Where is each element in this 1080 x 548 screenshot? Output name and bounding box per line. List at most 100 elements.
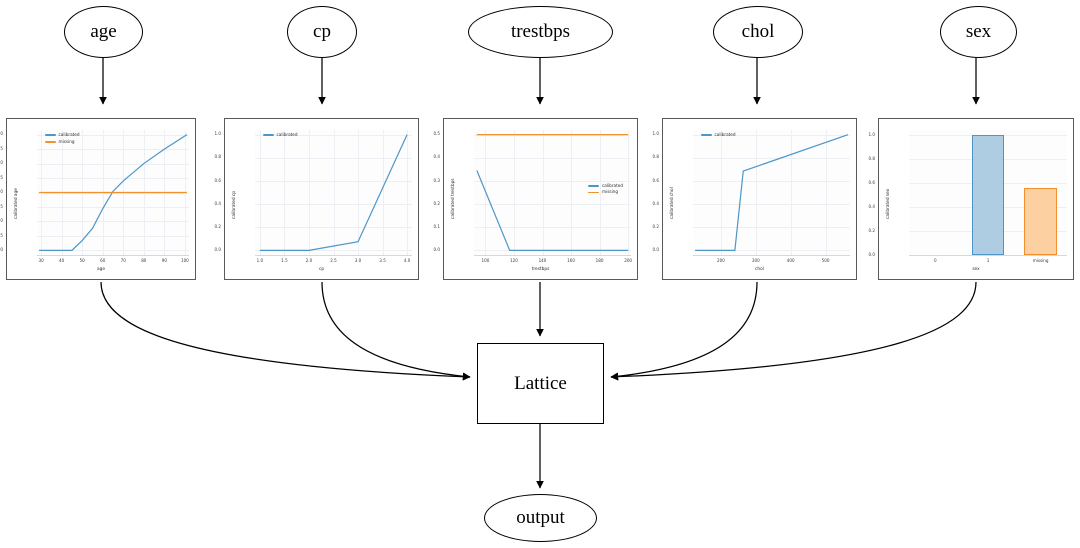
y-gridline (37, 149, 189, 150)
legend-item-calibrated: calibrated (263, 132, 298, 137)
y-tick-label: 0.4 (868, 203, 875, 209)
x-tick-label: 100 (481, 258, 490, 263)
x-tick-label: 4.0 (403, 258, 411, 263)
x-gridline (825, 130, 827, 255)
y-tick-label: 0.4 (652, 200, 659, 206)
x-tick-label: 90 (161, 258, 167, 263)
x-gridline (755, 130, 757, 255)
legend-item-calibrated: calibrated (45, 132, 80, 137)
plot-area-trestbps (474, 130, 631, 256)
x-gridline (513, 130, 515, 255)
legend-swatch-calibrated (263, 134, 274, 136)
node-sex[interactable]: sex (940, 6, 1017, 58)
x-gridline (571, 130, 572, 255)
y-tick-label: 1.25 (0, 174, 3, 180)
y-gridline (37, 235, 189, 237)
series-layer (259, 134, 408, 251)
legend-label-calibrated: calibrated (714, 132, 736, 137)
y-tick-label: 0.00 (0, 247, 3, 253)
x-axis-label: trestbps (531, 267, 550, 272)
edge-cholplot-to-lattice (610, 281, 758, 381)
y-gridline (693, 227, 850, 228)
y-tick-label: 0.0 (868, 251, 875, 257)
y-tick-label: 0.8 (214, 154, 221, 160)
y-tick-label: 0.2 (433, 200, 440, 206)
plot-area-cp (255, 130, 412, 256)
y-gridline (693, 204, 850, 205)
y-gridline (474, 180, 631, 182)
y-tick-label: 0.0 (214, 247, 221, 253)
legend-item-missing: missing (45, 138, 80, 144)
y-gridline (37, 250, 189, 252)
x-gridline (407, 130, 408, 255)
legend-label-calibrated: calibrated (276, 132, 298, 137)
x-tick-label: 1 (986, 258, 990, 263)
y-tick-label: 0.25 (0, 232, 3, 238)
y-tick-label: 0.1 (433, 223, 440, 229)
y-axis-label: calibrated age (14, 187, 19, 219)
y-tick-label: 1.75 (0, 145, 3, 151)
x-tick-label: 30 (38, 258, 44, 263)
plot-area-chol (693, 130, 850, 256)
node-cp[interactable]: cp (287, 6, 357, 58)
y-gridline (474, 204, 631, 205)
y-gridline (474, 227, 631, 228)
y-tick-label: 0.6 (214, 177, 221, 183)
x-gridline (308, 130, 310, 255)
legend-label-calibrated: calibrated (601, 182, 623, 188)
x-tick-label: 2.0 (305, 258, 313, 263)
y-tick-label: 0.2 (214, 223, 221, 229)
y-tick-label: 0.2 (868, 227, 875, 233)
node-output[interactable]: output (484, 494, 597, 542)
x-axis-label: cp (318, 267, 325, 272)
edge-sexplot-to-lattice (610, 281, 977, 381)
series-layer (695, 134, 849, 251)
x-tick-label: 1.0 (256, 258, 264, 263)
node-lattice[interactable]: Lattice (477, 343, 604, 424)
series-calibrated (695, 134, 849, 251)
x-tick-label: 3.5 (379, 258, 386, 263)
y-tick-label: 1.50 (0, 160, 3, 166)
x-tick-label: 160 (567, 258, 575, 263)
y-gridline (693, 134, 850, 136)
x-tick-label: 500 (821, 258, 830, 263)
x-axis-spine (37, 255, 189, 256)
x-tick-label: 50 (79, 258, 85, 263)
legend-swatch-calibrated (701, 134, 712, 136)
edge-ageplot-to-lattice (100, 281, 471, 381)
series-calibrated (259, 134, 408, 251)
x-gridline (628, 130, 629, 255)
y-tick-label: 0.4 (433, 154, 440, 160)
node-chol[interactable]: chol (713, 6, 803, 58)
legend-swatch-calibrated (588, 185, 600, 187)
legend-label-missing: missing (58, 138, 75, 144)
x-gridline (542, 130, 544, 255)
x-tick-label: 40 (59, 258, 65, 263)
y-tick-label: 1.0 (214, 131, 221, 137)
node-age[interactable]: age (64, 6, 143, 58)
y-tick-label: 0.5 (433, 131, 440, 137)
x-axis-label: sex (972, 267, 980, 272)
node-trestbps[interactable]: trestbps (468, 6, 613, 58)
bar-missing (1024, 187, 1057, 255)
node-cp-label: cp (313, 21, 331, 42)
node-sex-label: sex (965, 21, 992, 42)
x-tick-label: 3.0 (354, 258, 362, 263)
node-chol-label: chol (741, 21, 775, 42)
y-axis-label: calibrated trestbps (451, 177, 456, 219)
x-tick-label: 100 (180, 258, 189, 263)
series-layer (39, 134, 188, 251)
x-gridline (382, 130, 384, 255)
x-tick-label: 70 (120, 258, 126, 263)
legend: calibrated (263, 132, 298, 137)
x-tick-label: 200 (624, 258, 633, 263)
edge-cpplot-to-lattice (321, 281, 471, 381)
x-tick-label: 120 (510, 258, 518, 263)
y-gridline (693, 180, 850, 182)
x-gridline (599, 130, 601, 255)
